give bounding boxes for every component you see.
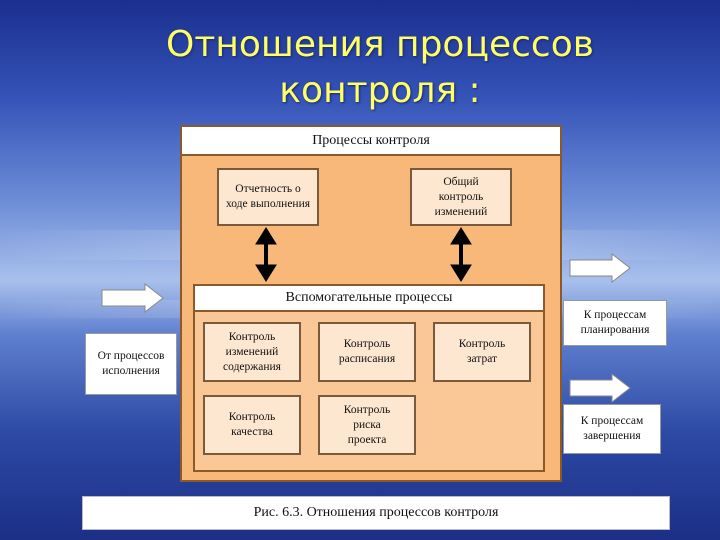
change-control-box: Общий контроль изменений (410, 168, 512, 226)
control-processes-header: Процессы контроля (180, 125, 562, 156)
progress-reporting-label: Отчетность о ходе выполнения (225, 183, 311, 210)
input-from-execution-box: От процессов исполнения (85, 333, 177, 395)
double-arrow-right (450, 227, 472, 282)
slide-title: Отношения процессов контроля : (166, 24, 594, 111)
input-arrow (101, 282, 164, 314)
double-arrow-left (255, 227, 277, 282)
scope-change-control-label: Контроль изменений содержания (223, 330, 281, 373)
scope-change-control-box: Контроль изменений содержания (203, 322, 301, 382)
to-closing-label: К процессам завершения (580, 415, 644, 442)
output-arrow-closing (569, 372, 631, 404)
cost-control-label: Контроль затрат (458, 338, 506, 365)
input-from-execution-label: От процессов исполнения (97, 350, 165, 377)
output-arrow-planning (569, 252, 631, 284)
to-closing-box: К процессам завершения (563, 404, 661, 454)
schedule-control-label: Контроль расписания (338, 338, 396, 365)
support-processes-header: Вспомогательные процессы (193, 284, 545, 312)
to-planning-box: К процессам планирования (563, 300, 667, 346)
to-planning-label: К процессам планирования (580, 309, 650, 336)
cost-control-box: Контроль затрат (433, 322, 531, 382)
quality-control-box: Контроль качества (203, 395, 301, 455)
figure-caption: Рис. 6.3. Отношения процессов контроля (82, 496, 670, 530)
risk-control-box: Контроль риска проекта (318, 395, 416, 455)
schedule-control-box: Контроль расписания (318, 322, 416, 382)
change-control-label: Общий контроль изменений (434, 175, 488, 218)
progress-reporting-box: Отчетность о ходе выполнения (217, 168, 319, 226)
risk-control-label: Контроль риска проекта (343, 403, 391, 446)
quality-control-label: Контроль качества (228, 411, 276, 438)
